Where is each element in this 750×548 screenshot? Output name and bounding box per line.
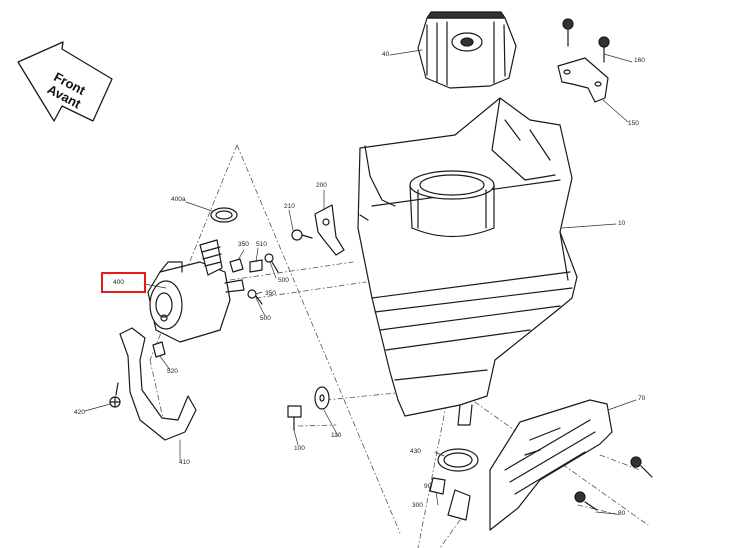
screw-part-210 (291, 229, 313, 241)
callout-80: 80 (618, 510, 626, 517)
callout-210: 210 (284, 203, 295, 210)
screw-part-80 (574, 456, 653, 511)
callout-400: 400 (113, 279, 124, 286)
fuel-tank-part-10 (357, 97, 578, 426)
nut-part-520 (152, 341, 166, 358)
callout-110: 110 (331, 432, 342, 439)
callout-400a: 400a (171, 196, 186, 203)
callout-520: 520 (167, 368, 178, 375)
callout-420: 420 (74, 409, 85, 416)
bolt-part-100 (287, 405, 302, 431)
callout-500-bottom: 500 (260, 315, 271, 322)
callout-90: 90 (424, 483, 432, 490)
fuel-pump-part-400 (147, 239, 245, 343)
fitting-part-300 (447, 489, 471, 521)
bracket-part-200 (314, 204, 345, 256)
callout-200: 200 (316, 182, 327, 189)
callout-300: 300 (412, 502, 423, 509)
fuel-cap-part-40 (417, 11, 517, 89)
leader-lines (84, 49, 637, 515)
nut-part-350 (229, 258, 244, 273)
highlight-box-400[interactable] (101, 272, 146, 293)
callout-160: 160 (634, 57, 645, 64)
hose-clamp-part-430 (437, 448, 479, 472)
callout-100: 100 (294, 445, 305, 452)
strap-part-410 (119, 327, 197, 441)
screw-part-160 (562, 18, 610, 63)
clamp-part-510 (249, 259, 263, 273)
callout-510: 510 (256, 241, 267, 248)
front-direction-arrow (17, 41, 113, 122)
callout-350-bottom: 350 (265, 290, 276, 297)
screw-part-420 (109, 382, 121, 408)
skid-plate-part-70 (489, 399, 613, 531)
callout-500-top: 500 (278, 277, 289, 284)
callout-150: 150 (628, 120, 639, 127)
fitting-part-90 (429, 477, 446, 495)
callout-10: 10 (618, 220, 626, 227)
callout-350-top: 350 (238, 241, 249, 248)
washer-part-110 (314, 386, 330, 410)
callout-410: 410 (179, 459, 190, 466)
bracket-part-150 (557, 57, 609, 103)
callout-40: 40 (382, 51, 390, 58)
callout-70: 70 (638, 395, 646, 402)
o-ring-part-400a (210, 207, 238, 223)
callout-430: 430 (410, 448, 421, 455)
